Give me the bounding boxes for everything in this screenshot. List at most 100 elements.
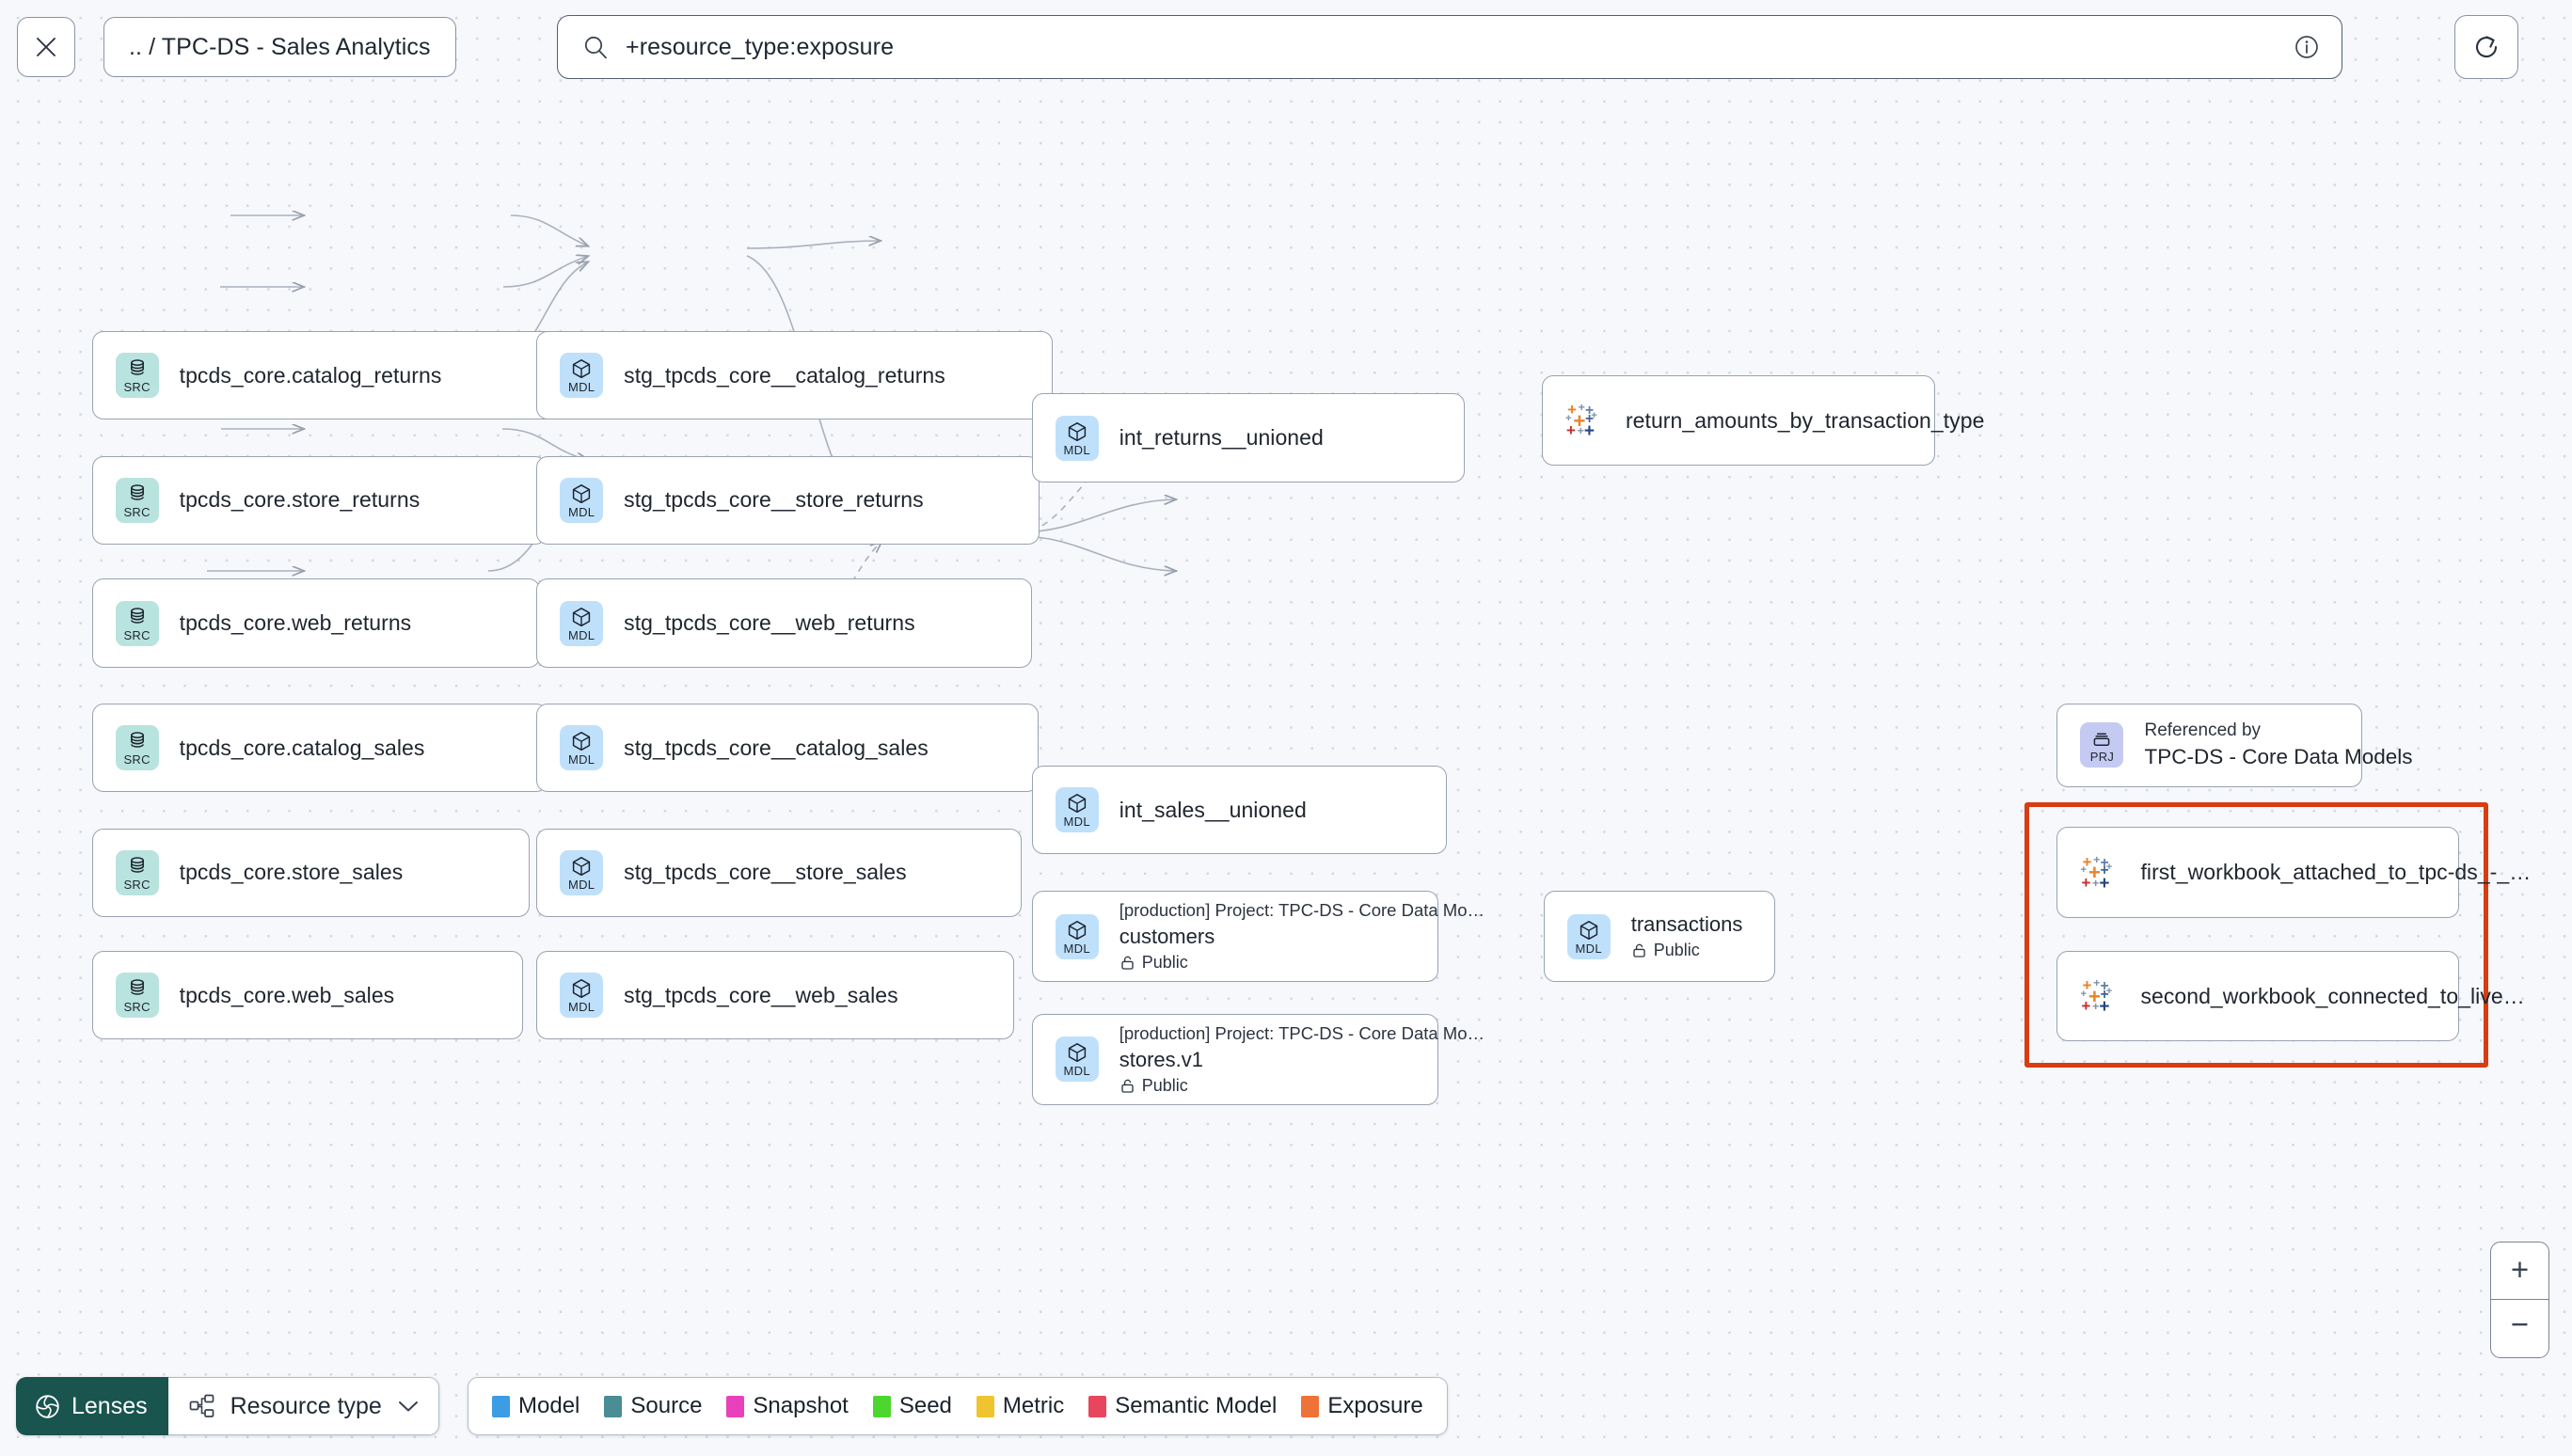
- resource-type-dropdown[interactable]: Resource type: [167, 1377, 439, 1435]
- edge-transactions-exposures: [1018, 499, 1177, 571]
- project-badge-icon: PRJ: [2080, 722, 2124, 768]
- graph-node-first_workbook[interactable]: ++++++++++ first_workbook_attached_to_tpc…: [2056, 826, 2531, 919]
- node-label: stg_tpcds_core__catalog_returns: [624, 362, 945, 388]
- legend-item-model[interactable]: Model: [492, 1393, 579, 1419]
- legend-label: Source: [630, 1393, 703, 1418]
- breadcrumb-label: .. / TPC-DS - Sales Analytics: [129, 33, 431, 60]
- node-name: customers: [1119, 925, 1215, 949]
- zoom-in-button[interactable]: +: [2491, 1242, 2548, 1300]
- exposure-tableau-icon: ++++++++++: [2080, 976, 2113, 1018]
- close-button[interactable]: [17, 17, 75, 77]
- graph-node-customers[interactable]: MDL[production] Project: TPC-DS - Core D…: [1031, 890, 1484, 983]
- node-access: Public: [1119, 953, 1484, 973]
- close-icon: [37, 38, 56, 56]
- node-name: transactions: [1630, 912, 1743, 937]
- source-badge-icon: SRC: [115, 477, 159, 523]
- plus-icon: +: [2510, 1251, 2530, 1287]
- node-label: return_amounts_by_transaction_type: [1625, 407, 1985, 433]
- graph-node-stg_catalog_returns[interactable]: MDL stg_tpcds_core__catalog_returns: [536, 331, 1054, 420]
- graph-node-return_amounts[interactable]: ++++++++++return_amounts_by_transaction_…: [1541, 375, 1984, 467]
- node-label: second_workbook_connected_to_live…: [2140, 983, 2525, 1008]
- node-label: tpcds_core.store_sales: [179, 860, 404, 885]
- legend-item-exposure[interactable]: Exposure: [1301, 1393, 1423, 1419]
- source-badge-icon: SRC: [115, 725, 159, 771]
- referenced-by-title: Referenced by: [2144, 720, 2262, 741]
- node-access-label: Public: [1141, 953, 1188, 973]
- model-badge-icon: MDL: [1055, 913, 1099, 959]
- search-input[interactable]: +resource_type:exposure: [626, 33, 895, 60]
- refresh-icon: [2475, 36, 2498, 58]
- search-icon: [582, 34, 609, 60]
- node-name: stores.v1: [1119, 1047, 1203, 1071]
- node-label: tpcds_core.catalog_sales: [179, 735, 425, 760]
- model-badge-icon: MDL: [560, 849, 604, 895]
- graph-node-stg_web_returns[interactable]: MDL stg_tpcds_core__web_returns: [536, 578, 1032, 668]
- unlock-icon: [1121, 1079, 1134, 1093]
- graph-node-stg_catalog_sales[interactable]: MDL stg_tpcds_core__catalog_sales: [536, 704, 1039, 793]
- source-badge-icon: SRC: [115, 600, 159, 646]
- zoom-controls: + −: [2490, 1242, 2549, 1358]
- chevron-down-icon: [397, 1399, 420, 1414]
- node-label: first_workbook_attached_to_tpc-ds_-_…: [2140, 860, 2532, 885]
- legend-swatch: [492, 1395, 510, 1417]
- legend-swatch: [872, 1395, 891, 1417]
- legend-item-snapshot[interactable]: Snapshot: [726, 1393, 849, 1419]
- bottom-toolbar: Lenses Resource type: [0, 1242, 2572, 1456]
- graph-node-stores_v1[interactable]: MDL[production] Project: TPC-DS - Core D…: [1031, 1013, 1484, 1106]
- lenses-label: Lenses: [71, 1392, 148, 1419]
- legend-item-semantic-model[interactable]: Semantic Model: [1088, 1393, 1277, 1419]
- lens-control-group: Lenses Resource type: [16, 1377, 439, 1435]
- refresh-button[interactable]: [2454, 15, 2518, 79]
- aperture-icon: [35, 1394, 60, 1419]
- graph-node-src_web_returns[interactable]: SRC tpcds_core.web_returns: [91, 578, 540, 668]
- info-circle-icon[interactable]: [2293, 33, 2321, 61]
- legend-label: Snapshot: [753, 1393, 849, 1418]
- node-label: tpcds_core.web_sales: [179, 982, 395, 1007]
- model-badge-icon: MDL: [560, 600, 604, 646]
- node-label: stg_tpcds_core__catalog_sales: [624, 735, 929, 760]
- node-access-label: Public: [1141, 1075, 1188, 1095]
- minus-icon: −: [2510, 1306, 2530, 1341]
- legend-swatch: [1301, 1395, 1320, 1417]
- model-badge-icon: MDL: [1566, 913, 1611, 959]
- legend-label: Metric: [1002, 1393, 1065, 1418]
- legend-item-metric[interactable]: Metric: [976, 1393, 1064, 1419]
- legend-label: Exposure: [1327, 1393, 1423, 1418]
- legend-item-source[interactable]: Source: [604, 1393, 702, 1419]
- node-access-label: Public: [1653, 941, 1700, 960]
- model-badge-icon: MDL: [560, 353, 604, 399]
- node-label: stg_tpcds_core__web_returns: [624, 610, 915, 636]
- node-label: stg_tpcds_core__store_returns: [624, 487, 924, 513]
- top-toolbar: .. / TPC-DS - Sales Analytics +resource_…: [0, 0, 2572, 109]
- source-badge-icon: SRC: [115, 353, 159, 399]
- search-bar[interactable]: +resource_type:exposure: [557, 15, 2342, 79]
- exposure-tableau-icon: ++++++++++: [2080, 852, 2113, 894]
- node-access: Public: [1119, 1076, 1484, 1096]
- node-label: int_sales__unioned: [1119, 797, 1307, 822]
- node-label: stg_tpcds_core__web_sales: [624, 982, 898, 1007]
- model-badge-icon: MDL: [1055, 415, 1099, 461]
- zoom-out-button[interactable]: −: [2491, 1300, 2548, 1357]
- legend-item-seed[interactable]: Seed: [872, 1393, 952, 1419]
- node-label: tpcds_core.web_returns: [179, 610, 412, 636]
- graph-node-second_workbook[interactable]: ++++++++++ second_workbook_connected_to_l…: [2056, 951, 2525, 1042]
- breadcrumb[interactable]: .. / TPC-DS - Sales Analytics: [103, 17, 456, 77]
- nodes-icon: [189, 1393, 215, 1419]
- graph-node-src_catalog_sales[interactable]: SRC tpcds_core.catalog_sales: [91, 704, 548, 793]
- model-badge-icon: MDL: [560, 725, 604, 771]
- node-access: Public: [1631, 941, 1743, 960]
- model-badge-icon: MDL: [560, 477, 604, 523]
- lenses-button[interactable]: Lenses: [16, 1377, 168, 1435]
- graph-node-stg_store_returns[interactable]: MDL stg_tpcds_core__store_returns: [536, 455, 1040, 545]
